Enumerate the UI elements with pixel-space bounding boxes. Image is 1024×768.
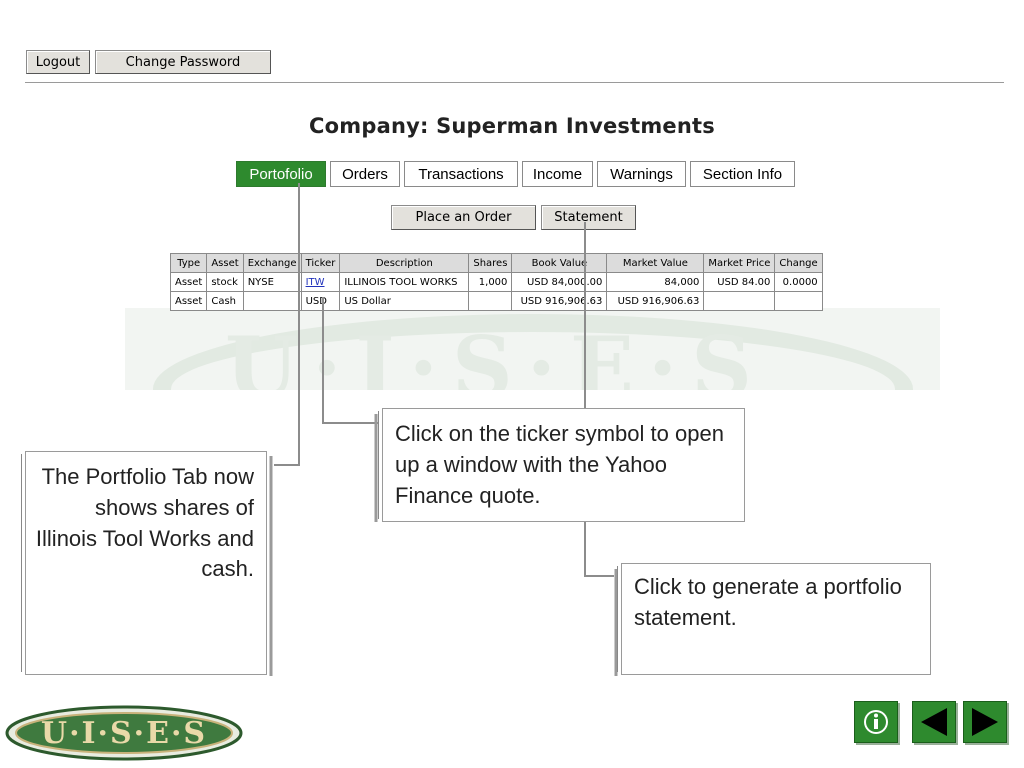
header-asset: Asset: [206, 253, 244, 273]
tab-transactions[interactable]: Transactions: [404, 161, 518, 187]
cell-market-price: USD 84.00: [703, 272, 776, 292]
header-market-price: Market Price: [703, 253, 776, 273]
tab-income[interactable]: Income: [522, 161, 593, 187]
header-shares: Shares: [468, 253, 513, 273]
back-arrow-icon: [921, 708, 947, 736]
callout-ticker: Click on the ticker symbol to open up a …: [382, 408, 745, 522]
cell-shares: [468, 291, 513, 311]
info-icon: [864, 710, 888, 734]
ticker-link[interactable]: ITW: [305, 276, 325, 288]
cell-exchange: NYSE: [242, 272, 302, 292]
forward-button[interactable]: [963, 701, 1007, 743]
cell-ticker: USD: [300, 291, 341, 311]
watermark-background: U·I·S·E·S: [125, 308, 940, 390]
portfolio-table: Type Asset Exchange Ticker Description S…: [169, 253, 823, 311]
tab-portfolio[interactable]: Portofolio: [236, 161, 326, 187]
cell-type: Asset: [169, 272, 208, 292]
back-button[interactable]: [912, 701, 956, 743]
callout-statement-text: Click to generate a portfolio statement.: [634, 574, 902, 630]
cell-description: US Dollar: [339, 291, 470, 311]
cell-exchange: [242, 291, 302, 311]
cell-change: 0.0000: [774, 272, 823, 292]
place-order-button[interactable]: Place an Order: [391, 205, 536, 230]
cell-ticker: ITW: [300, 272, 341, 292]
cell-asset: stock: [206, 272, 244, 292]
cell-asset: Cash: [206, 291, 244, 311]
cell-market-value: 84,000: [606, 272, 705, 292]
cell-book-value: USD 916,906.63: [511, 291, 608, 311]
cell-type: Asset: [169, 291, 208, 311]
cell-change: [774, 291, 823, 311]
cell-market-price: [703, 291, 776, 311]
header-divider: [25, 82, 1004, 83]
connector-statement-bottom: [584, 522, 614, 577]
callout-portfolio: The Portfolio Tab now shows shares of Il…: [25, 451, 267, 675]
tab-section-info[interactable]: Section Info: [690, 161, 795, 187]
logo-text: U·I·S·E·S: [40, 716, 208, 751]
cell-book-value: USD 84,000.00: [511, 272, 608, 292]
info-button[interactable]: [854, 701, 898, 743]
watermark-logo-text: U·I·S·E·S: [225, 318, 766, 390]
header-ticker: Ticker: [300, 253, 341, 273]
company-title: Company: Superman Investments: [309, 114, 715, 138]
callout-ticker-text: Click on the ticker symbol to open up a …: [395, 421, 724, 508]
cell-market-value: USD 916,906.63: [606, 291, 705, 311]
logout-button[interactable]: Logout: [26, 50, 90, 74]
table-row: Asset Cash USD US Dollar USD 916,906.63 …: [169, 291, 823, 311]
cell-description: ILLINOIS TOOL WORKS: [339, 272, 470, 292]
callout-portfolio-text: The Portfolio Tab now shows shares of Il…: [35, 464, 254, 582]
statement-button[interactable]: Statement: [541, 205, 636, 230]
tab-warnings[interactable]: Warnings: [597, 161, 686, 187]
forward-arrow-icon: [972, 708, 998, 736]
callout-statement: Click to generate a portfolio statement.: [621, 563, 931, 675]
change-password-button[interactable]: Change Password: [95, 50, 271, 74]
header-book-value: Book Value: [511, 253, 608, 273]
cell-shares: 1,000: [468, 272, 513, 292]
table-header-row: Type Asset Exchange Ticker Description S…: [169, 253, 823, 273]
tab-orders[interactable]: Orders: [330, 161, 400, 187]
table-row: Asset stock NYSE ITW ILLINOIS TOOL WORKS…: [169, 272, 823, 292]
header-change: Change: [774, 253, 823, 273]
header-description: Description: [339, 253, 470, 273]
header-exchange: Exchange: [242, 253, 302, 273]
uises-logo: U·I·S·E·S: [4, 704, 244, 762]
header-market-value: Market Value: [606, 253, 705, 273]
header-type: Type: [169, 253, 208, 273]
